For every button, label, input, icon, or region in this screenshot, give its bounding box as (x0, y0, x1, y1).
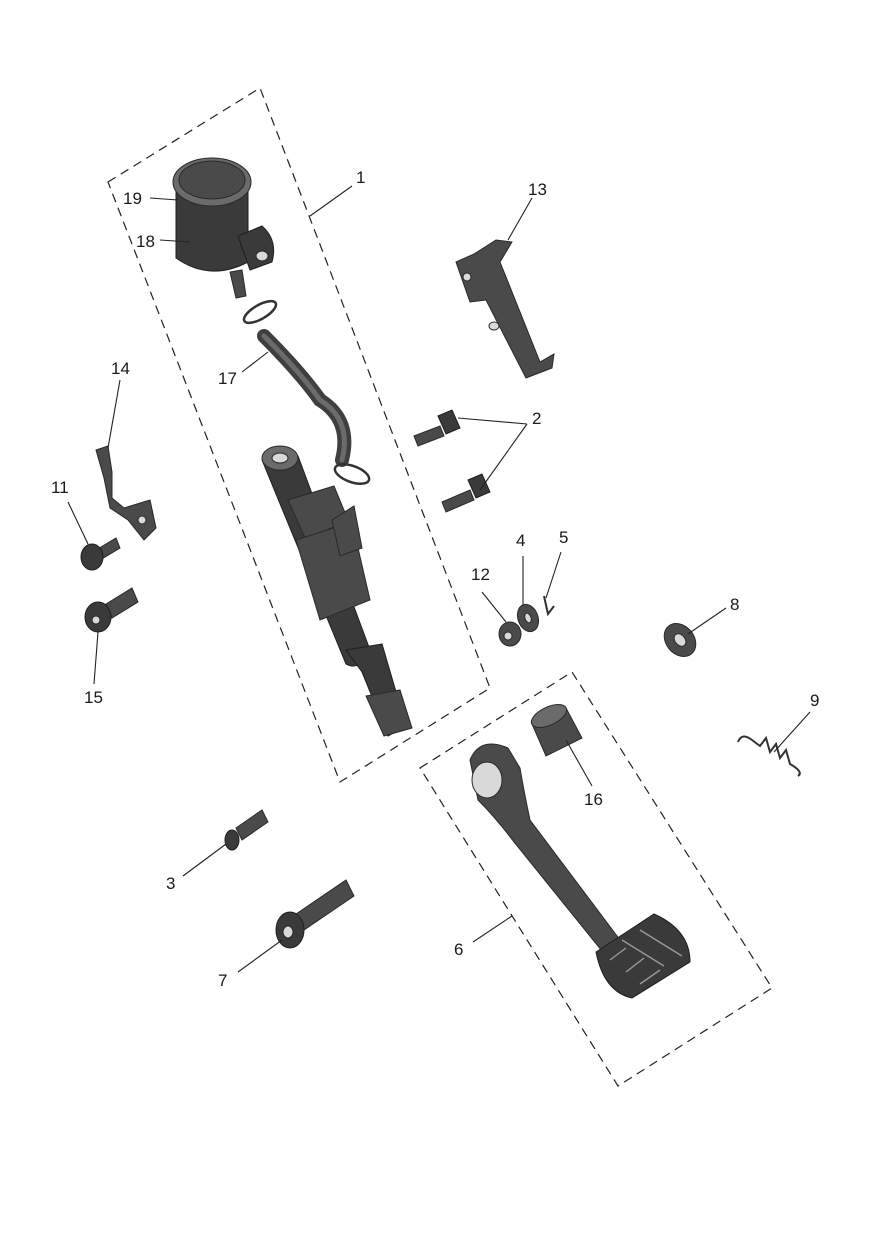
pivot-bolt-part-7[interactable] (275, 879, 355, 949)
callout-9: 9 (810, 691, 819, 710)
bolt-part-2-lower[interactable] (441, 473, 491, 513)
washer-part-8[interactable] (658, 617, 703, 663)
callout-11: 11 (51, 478, 69, 497)
clip-part-5[interactable] (543, 595, 555, 617)
bracket-part-14[interactable] (95, 445, 157, 541)
sleeve-part-16[interactable] (528, 700, 583, 757)
callout-2: 2 (532, 409, 541, 428)
callout-6: 6 (454, 940, 463, 959)
reservoir-part[interactable] (172, 157, 275, 299)
bushing-part-12[interactable] (498, 621, 522, 647)
callout-5: 5 (559, 528, 568, 547)
callout-13: 13 (528, 180, 547, 199)
callout-8: 8 (730, 595, 739, 614)
callout-7: 7 (218, 971, 227, 990)
reservoir-hose-part[interactable] (241, 297, 372, 488)
callout-16: 16 (584, 790, 603, 809)
master-cylinder-part[interactable] (261, 445, 413, 737)
assembly-outline-brake-pedal (419, 671, 773, 1087)
callout-3: 3 (166, 874, 175, 893)
bolt-part-11[interactable] (80, 537, 121, 571)
bolt-part-15[interactable] (84, 587, 139, 633)
leader-lines (67, 185, 811, 973)
bracket-part-13[interactable] (455, 239, 555, 379)
pin-part-3[interactable] (224, 809, 269, 851)
callout-15: 15 (84, 688, 103, 707)
callout-14: 14 (111, 359, 130, 378)
spring-part-9[interactable] (737, 735, 801, 777)
callout-1: 1 (356, 168, 365, 187)
callout-4: 4 (516, 531, 525, 550)
callout-19: 19 (123, 189, 142, 208)
brake-pedal-part-6[interactable] (469, 743, 691, 999)
callout-17: 17 (218, 369, 237, 388)
callout-18: 18 (136, 232, 155, 251)
bolt-part-2-upper[interactable] (413, 409, 461, 447)
callout-12: 12 (471, 565, 490, 584)
washer-part-4[interactable] (514, 601, 542, 634)
